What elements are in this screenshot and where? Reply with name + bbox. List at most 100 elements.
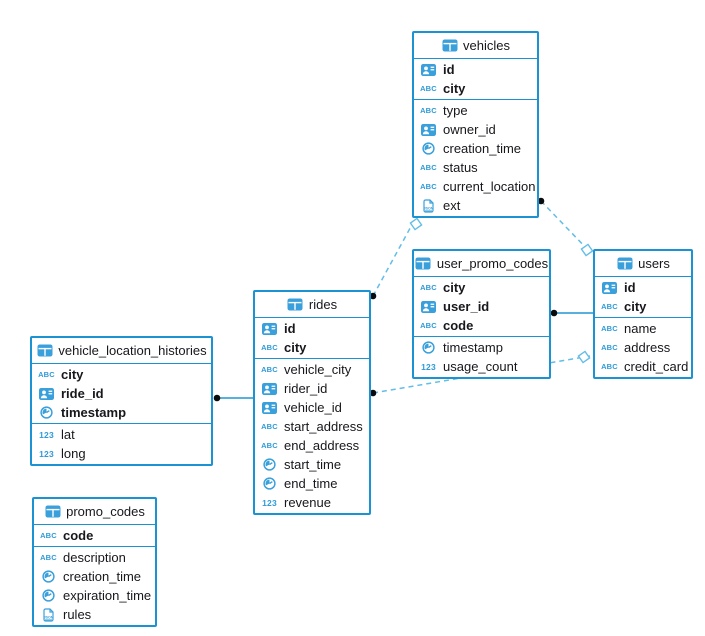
table-icon: [36, 344, 53, 357]
timestamp-type-icon: [38, 406, 55, 419]
column-row-timestamp[interactable]: timestamp: [32, 403, 211, 422]
table-icon: [287, 298, 304, 311]
table-header[interactable]: users: [595, 251, 691, 277]
relation-rides-to-vehicles[interactable]: [369, 217, 423, 300]
text-type-icon: ABC: [420, 321, 437, 330]
column-label: rider_id: [284, 381, 328, 396]
timestamp-type-icon: [40, 570, 57, 583]
column-row-current_location[interactable]: ABC current_location: [414, 177, 537, 196]
timestamp-type-icon: [40, 589, 57, 602]
column-row-id[interactable]: id: [414, 60, 537, 79]
column-row-id[interactable]: id: [595, 278, 691, 297]
column-label: user_id: [443, 299, 490, 314]
column-row-creation_time[interactable]: creation_time: [34, 567, 155, 586]
timestamp-type-icon: [261, 458, 278, 471]
table-title: rides: [308, 297, 338, 312]
relation-dot-endpoint: [369, 389, 377, 397]
relation-line[interactable]: [540, 200, 591, 253]
column-row-user_id[interactable]: user_id: [414, 297, 549, 316]
column-row-timestamp[interactable]: timestamp: [414, 338, 549, 357]
column-row-creation_time[interactable]: creation_time: [414, 139, 537, 158]
table-header[interactable]: promo_codes: [34, 499, 155, 525]
column-row-end_time[interactable]: end_time: [255, 474, 369, 493]
relation-vehicle_location_histories-to-rides[interactable]: [213, 394, 253, 402]
text-type-icon: ABC: [261, 365, 278, 374]
column-label: status: [443, 160, 478, 175]
json-type-icon: JSON: [420, 198, 437, 213]
id-reference-icon: [420, 123, 437, 136]
table-header[interactable]: vehicle_location_histories: [32, 338, 211, 364]
table-icon: [44, 505, 61, 518]
id-reference-icon: [38, 387, 55, 400]
column-label: expiration_time: [63, 588, 152, 603]
relation-diamond-endpoint: [580, 243, 594, 257]
column-row-ride_id[interactable]: ride_id: [32, 384, 211, 403]
relation-vehicles-to-users[interactable]: [537, 197, 594, 257]
relation-diamond-endpoint: [577, 350, 591, 364]
text-type-icon: ABC: [261, 343, 278, 352]
text-type-icon: ABC: [420, 182, 437, 191]
column-label: rules: [63, 607, 92, 622]
text-type-icon: ABC: [40, 553, 57, 562]
table-header[interactable]: user_promo_codes: [414, 251, 549, 277]
number-type-icon: 123: [39, 429, 54, 440]
column-row-rider_id[interactable]: rider_id: [255, 379, 369, 398]
column-label: address: [624, 340, 671, 355]
relation-line[interactable]: [372, 220, 415, 297]
column-label: credit_card: [624, 359, 689, 374]
column-row-id[interactable]: id: [255, 319, 369, 338]
column-row-owner_id[interactable]: owner_id: [414, 120, 537, 139]
table-header[interactable]: vehicles: [414, 33, 537, 59]
timestamp-type-icon: [261, 477, 278, 490]
table-header[interactable]: rides: [255, 292, 369, 318]
column-label: current_location: [443, 179, 536, 194]
column-label: id: [443, 62, 455, 77]
column-label: creation_time: [443, 141, 522, 156]
id-reference-icon: [420, 63, 437, 76]
column-label: start_address: [284, 419, 363, 434]
column-label: code: [63, 528, 94, 543]
column-row-start_time[interactable]: start_time: [255, 455, 369, 474]
text-type-icon: ABC: [38, 370, 55, 379]
text-type-icon: ABC: [420, 283, 437, 292]
column-row-expiration_time[interactable]: expiration_time: [34, 586, 155, 605]
column-label: id: [624, 280, 636, 295]
column-label: creation_time: [63, 569, 142, 584]
relation-dot-endpoint: [550, 309, 558, 317]
relation-user_promo_codes-to-users[interactable]: [550, 309, 593, 317]
column-row-vehicle_id[interactable]: vehicle_id: [255, 398, 369, 417]
table-title: user_promo_codes: [436, 256, 549, 271]
